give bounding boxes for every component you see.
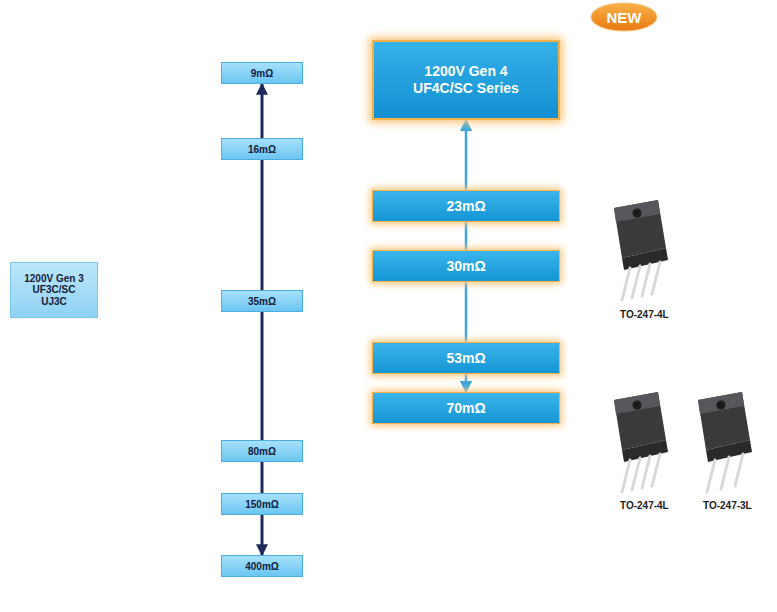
box-text: 30mΩ	[446, 258, 485, 274]
box-text: 80mΩ	[248, 446, 276, 457]
box-text: 150mΩ	[245, 499, 279, 510]
value-box: 80mΩ	[221, 440, 303, 462]
range-arrow	[261, 160, 264, 290]
value-box: 30mΩ	[372, 250, 560, 282]
box-text: 1200V Gen 4 UF4C/SC Series	[407, 63, 525, 97]
range-arrow	[465, 282, 468, 342]
box-text: 9mΩ	[251, 68, 273, 79]
series-box: 1200V Gen 4 UF4C/SC Series	[372, 40, 560, 120]
box-text: 53mΩ	[446, 350, 485, 366]
box-text: NEW	[607, 9, 642, 26]
box-text: 23mΩ	[446, 198, 485, 214]
box-text: 35mΩ	[248, 296, 276, 307]
range-arrow	[465, 222, 468, 250]
value-box: 23mΩ	[372, 190, 560, 222]
range-arrow	[465, 374, 468, 392]
range-arrow	[465, 120, 468, 190]
value-box: 400mΩ	[221, 555, 303, 577]
series-box: 1200V Gen 3 UF3C/SC UJ3C	[10, 262, 98, 318]
value-box: 70mΩ	[372, 392, 560, 424]
value-box: 9mΩ	[221, 62, 303, 84]
package-label: TO-247-3L	[703, 500, 752, 511]
range-arrow	[261, 84, 264, 138]
package-label: TO-247-4L	[620, 309, 669, 320]
value-box: 16mΩ	[221, 138, 303, 160]
new-badge: NEW	[590, 2, 658, 32]
range-arrow	[261, 462, 264, 493]
value-box: 53mΩ	[372, 342, 560, 374]
box-text: 400mΩ	[245, 561, 279, 572]
range-arrow	[261, 312, 264, 440]
box-text: 1200V Gen 3 UF3C/SC UJ3C	[19, 273, 89, 308]
box-text: 16mΩ	[248, 144, 276, 155]
package-label: TO-247-4L	[620, 500, 669, 511]
range-arrow	[261, 515, 264, 555]
value-box: 35mΩ	[221, 290, 303, 312]
box-text: 70mΩ	[446, 400, 485, 416]
value-box: 150mΩ	[221, 493, 303, 515]
